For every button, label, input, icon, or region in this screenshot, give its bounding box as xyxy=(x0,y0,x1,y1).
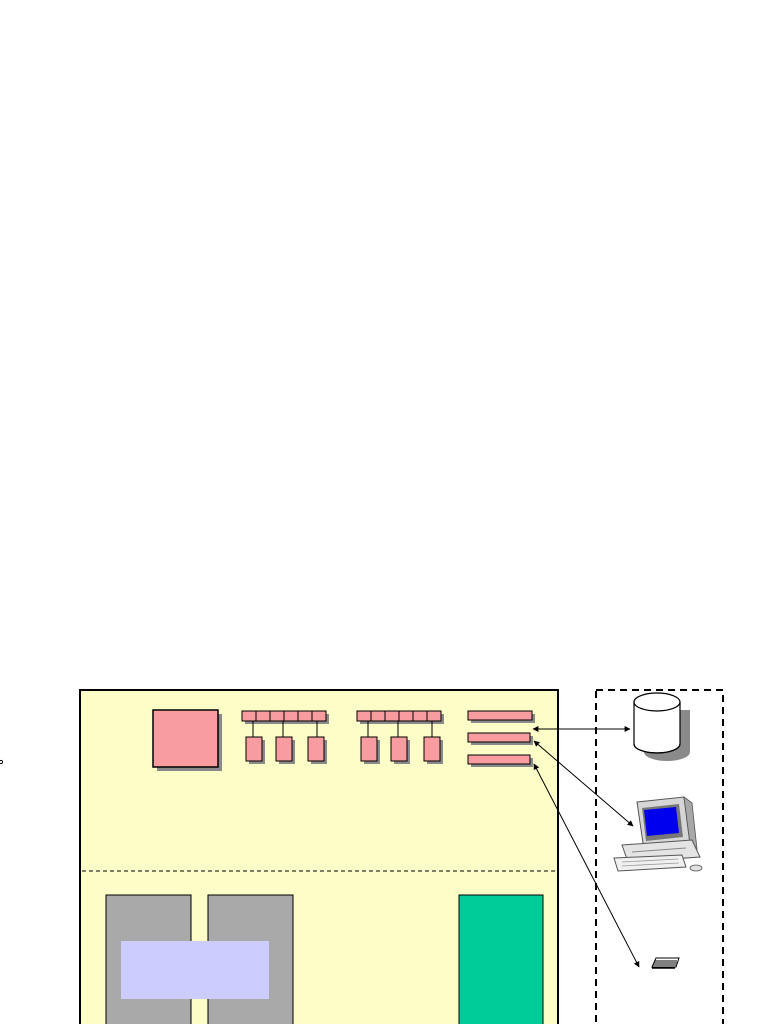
connector-printer xyxy=(533,763,640,968)
bus-group-1 xyxy=(241,710,329,764)
desktop-computer-icon xyxy=(613,796,703,872)
bus-group-2 xyxy=(356,710,444,764)
processor-block xyxy=(152,709,222,771)
memory-overlay-block xyxy=(121,941,269,999)
paper-stack-icon xyxy=(651,957,680,969)
green-block xyxy=(458,894,544,1024)
io-port-2 xyxy=(467,732,533,745)
disk-drum-icon xyxy=(633,692,690,761)
io-port-1 xyxy=(467,710,535,723)
io-port-3 xyxy=(467,754,533,767)
stray-mark xyxy=(0,759,4,765)
